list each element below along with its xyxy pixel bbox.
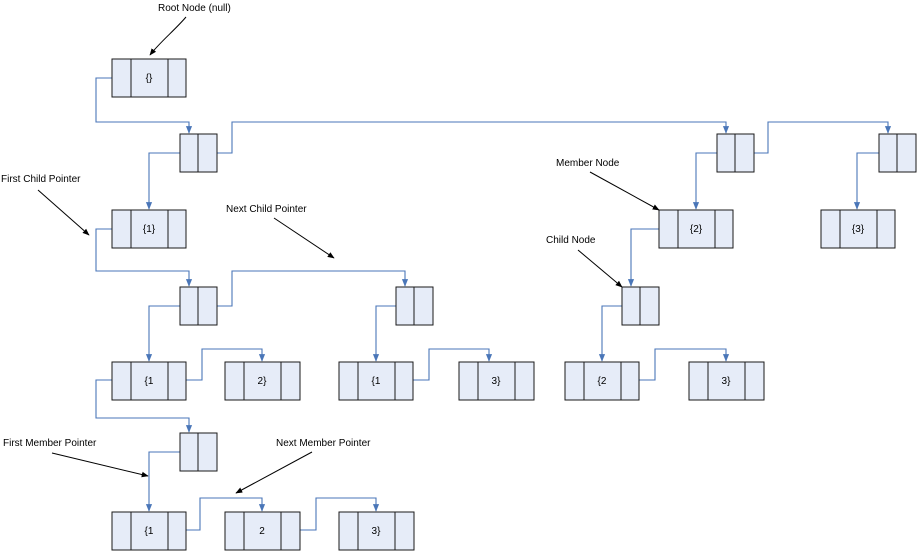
link-child-to-r4a xyxy=(145,305,180,362)
node-label: 2} xyxy=(258,376,268,387)
child-node-7 xyxy=(179,432,218,472)
node-label: {1 xyxy=(372,376,381,387)
link-child-to-m2 xyxy=(692,152,717,210)
node-label: 3} xyxy=(722,376,732,387)
label-next-child-pointer: Next Child Pointer xyxy=(226,204,307,215)
member-node-m2: {2} xyxy=(658,209,734,249)
link-child-to-r4c xyxy=(372,305,396,362)
callout-arrow-next-child xyxy=(273,217,335,259)
link-child-to-r4e xyxy=(598,305,622,362)
node-label: 3} xyxy=(492,376,502,387)
node-label: {1 xyxy=(145,376,154,387)
label-child-node: Child Node xyxy=(546,235,596,246)
member-node-r6c: 3} xyxy=(338,511,415,551)
member-node-r4b: 2} xyxy=(224,361,301,401)
node-label: 3} xyxy=(372,526,382,537)
callout-arrow-member-node xyxy=(589,171,660,211)
link-m2-to-child xyxy=(627,228,659,287)
link-r6a-next xyxy=(186,497,266,531)
link-r4a-next xyxy=(186,348,266,381)
node-label: {2} xyxy=(690,224,703,235)
node-label: {1} xyxy=(143,224,156,235)
link-child-to-m3 xyxy=(853,152,879,210)
label-member-node: Member Node xyxy=(556,158,620,169)
member-node-r4d: 3} xyxy=(458,361,535,401)
child-node-2 xyxy=(716,133,755,173)
callout-arrow-first-child xyxy=(37,189,90,236)
node-label: {} xyxy=(146,73,153,84)
label-next-member-pointer: Next Member Pointer xyxy=(276,438,371,449)
node-label: {2 xyxy=(598,376,607,387)
callout-arrow-first-member xyxy=(51,452,149,478)
label-root-node: Root Node (null) xyxy=(158,3,231,14)
member-node-r6a: {1 xyxy=(111,511,187,551)
link-child-next-3 xyxy=(217,270,409,307)
link-root-to-child xyxy=(95,77,193,134)
child-node-6 xyxy=(621,286,660,326)
label-first-child-pointer: First Child Pointer xyxy=(1,174,81,185)
callout-arrow-child-node xyxy=(577,249,623,288)
member-node-r6b: 2 xyxy=(224,511,301,551)
member-node-r4f: 3} xyxy=(688,361,765,401)
link-child-next-2 xyxy=(754,121,892,154)
link-r6b-next xyxy=(300,497,380,531)
member-node-r4e: {2 xyxy=(564,361,640,401)
member-node-r4a: {1 xyxy=(111,361,187,401)
child-node-1 xyxy=(179,133,218,173)
member-node-root: {} xyxy=(111,58,187,98)
link-m1-to-child xyxy=(95,228,193,287)
member-node-m3: {3} xyxy=(820,209,896,249)
callout-arrow-next-member xyxy=(235,451,313,494)
link-child-next xyxy=(217,121,730,154)
node-label: {3} xyxy=(852,224,865,235)
link-r4c-next xyxy=(413,348,493,381)
member-node-r4c: {1 xyxy=(338,361,414,401)
link-child-to-r6a xyxy=(145,451,180,512)
links xyxy=(95,77,892,531)
node-label: {1 xyxy=(145,526,154,537)
link-r4e-next xyxy=(639,348,730,381)
label-first-member-pointer: First Member Pointer xyxy=(3,438,97,449)
link-r4a-to-child xyxy=(95,379,193,433)
link-child-to-m1 xyxy=(145,152,180,210)
callout-arrow-root xyxy=(149,16,187,56)
child-node-3 xyxy=(878,133,917,173)
callouts: Root Node (null) First Child Pointer Nex… xyxy=(1,3,660,494)
member-node-m1: {1} xyxy=(111,209,187,249)
child-node-5 xyxy=(395,286,434,326)
node-label: 2 xyxy=(259,526,265,537)
child-node-4 xyxy=(179,286,218,326)
